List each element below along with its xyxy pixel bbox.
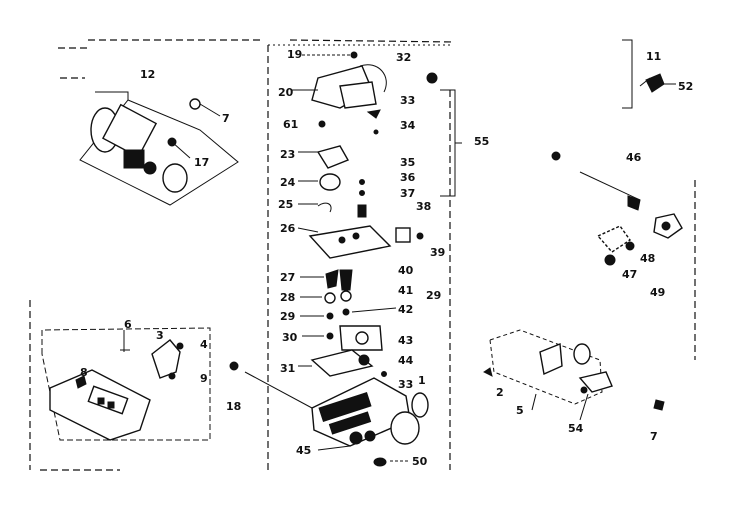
label-40: 40 (398, 264, 414, 277)
label-50: 50 (412, 455, 428, 468)
label-28: 28 (280, 291, 295, 304)
label-49: 49 (650, 286, 665, 299)
label-33-bottom: 33 (398, 378, 413, 391)
label-44: 44 (398, 354, 414, 367)
label-48: 48 (640, 252, 655, 265)
right-shaft-assembly (551, 151, 683, 266)
part-number-labels: 12 7 17 19 32 20 33 61 34 55 23 35 24 36… (80, 48, 693, 468)
motor-assembly-12 (79, 91, 239, 206)
label-6: 6 (124, 318, 132, 331)
label-39-center: 39 (430, 246, 445, 259)
label-26: 26 (280, 222, 296, 235)
label-45: 45 (296, 444, 311, 457)
label-32: 32 (396, 51, 411, 64)
label-12: 12 (140, 68, 155, 81)
label-54: 54 (568, 422, 584, 435)
label-7-right: 7 (650, 430, 658, 443)
label-11: 11 (646, 50, 661, 63)
label-17: 17 (194, 156, 209, 169)
label-42: 42 (398, 303, 413, 316)
switch-assembly-6 (41, 327, 211, 441)
label-29-left: 29 (280, 310, 295, 323)
label-30: 30 (282, 331, 298, 344)
label-24: 24 (280, 176, 296, 189)
label-3: 3 (156, 329, 164, 342)
label-19: 19 (287, 48, 302, 61)
label-9: 9 (200, 372, 208, 385)
label-7: 7 (222, 112, 230, 125)
label-43: 43 (398, 334, 413, 347)
label-52: 52 (678, 80, 693, 93)
label-33-top: 33 (400, 94, 415, 107)
label-37: 37 (400, 187, 415, 200)
label-47: 47 (622, 268, 637, 281)
label-4: 4 (200, 338, 208, 351)
label-55: 55 (474, 135, 489, 148)
label-25: 25 (278, 198, 293, 211)
frame-lines (29, 39, 696, 471)
label-38: 38 (416, 200, 431, 213)
label-29-right: 29 (426, 289, 441, 302)
label-35: 35 (400, 156, 415, 169)
label-20: 20 (278, 86, 294, 99)
label-8: 8 (80, 366, 88, 379)
center-parts-column (229, 51, 438, 467)
label-5: 5 (516, 404, 524, 417)
label-18: 18 (226, 400, 241, 413)
upper-right-group (622, 39, 676, 109)
label-46: 46 (626, 151, 642, 164)
label-61: 61 (283, 118, 298, 131)
label-34: 34 (400, 119, 416, 132)
label-1: 1 (418, 374, 426, 387)
label-2: 2 (496, 386, 504, 399)
label-23: 23 (280, 148, 295, 161)
bracket-assembly-54 (483, 329, 665, 421)
label-41: 41 (398, 284, 413, 297)
label-36: 36 (400, 171, 416, 184)
label-31: 31 (280, 362, 295, 375)
label-27: 27 (280, 271, 295, 284)
